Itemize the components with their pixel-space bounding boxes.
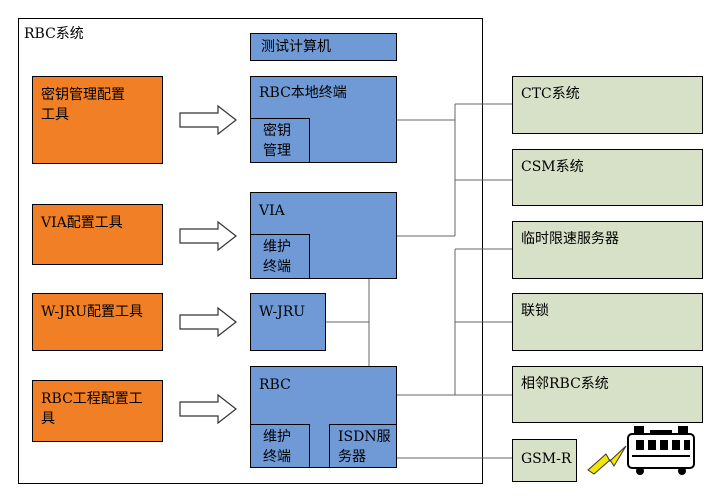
key-mgmt-tool-box: 密钥管理配置 工具 <box>32 76 163 164</box>
via-maint-sub-label: 维护 终端 <box>263 239 291 275</box>
ctc-system-label: CTC系统 <box>521 86 580 102</box>
adjacent-rbc-box: 相邻RBC系统 <box>512 366 703 423</box>
rbc-system-frame <box>18 18 483 484</box>
wjru-tool-box: W-JRU配置工具 <box>32 293 163 351</box>
rbc-label: RBC <box>259 377 291 393</box>
train-icon <box>627 426 695 475</box>
key-mgmt-tool-label: 密钥管理配置 工具 <box>41 87 125 123</box>
rbc-local-terminal-label: RBC本地终端 <box>259 85 347 101</box>
arrow-via-icon <box>179 220 237 252</box>
tsr-server-box: 临时限速服务器 <box>512 221 703 279</box>
wjru-box: W-JRU <box>250 293 326 351</box>
connector-lines <box>326 103 512 459</box>
interlocking-box: 联锁 <box>512 293 703 351</box>
gsmr-box: GSM-R <box>512 439 577 482</box>
arrow-rbc-eng-icon <box>179 393 237 425</box>
interlocking-label: 联锁 <box>521 303 549 319</box>
adjacent-rbc-label: 相邻RBC系统 <box>521 376 609 392</box>
ctc-system-box: CTC系统 <box>512 76 703 134</box>
wjru-tool-label: W-JRU配置工具 <box>41 304 144 320</box>
csm-system-box: CSM系统 <box>512 149 703 206</box>
rbc-maint-subbox: 维护 终端 <box>250 424 310 468</box>
via-tool-label: VIA配置工具 <box>41 215 123 231</box>
via-label: VIA <box>259 203 285 219</box>
isdn-server-label: ISDN服 务器 <box>338 429 391 465</box>
tsr-server-label: 临时限速服务器 <box>521 231 619 247</box>
gsmr-label: GSM-R <box>521 451 572 467</box>
wjru-label: W-JRU <box>259 304 306 320</box>
via-tool-box: VIA配置工具 <box>32 204 163 265</box>
block-arrows <box>179 104 237 425</box>
key-mgmt-sub-label: 密钥 管理 <box>263 123 291 159</box>
rbc-eng-tool-label: RBC工程配置工 具 <box>41 391 143 427</box>
csm-system-label: CSM系统 <box>521 159 584 175</box>
via-maint-subbox: 维护 终端 <box>250 234 310 279</box>
test-computer-box: 测试计算机 <box>250 33 397 61</box>
rbc-system-label: RBC系统 <box>24 26 84 42</box>
lightning-icon <box>587 445 627 475</box>
arrow-key-mgmt-icon <box>179 104 237 136</box>
key-mgmt-subbox: 密钥 管理 <box>250 118 310 163</box>
isdn-server-subbox: ISDN服 务器 <box>329 424 397 468</box>
rbc-eng-tool-box: RBC工程配置工 具 <box>32 380 163 442</box>
arrow-wjru-icon <box>179 306 237 338</box>
test-computer-label: 测试计算机 <box>261 39 331 55</box>
rbc-maint-sub-label: 维护 终端 <box>263 429 291 465</box>
